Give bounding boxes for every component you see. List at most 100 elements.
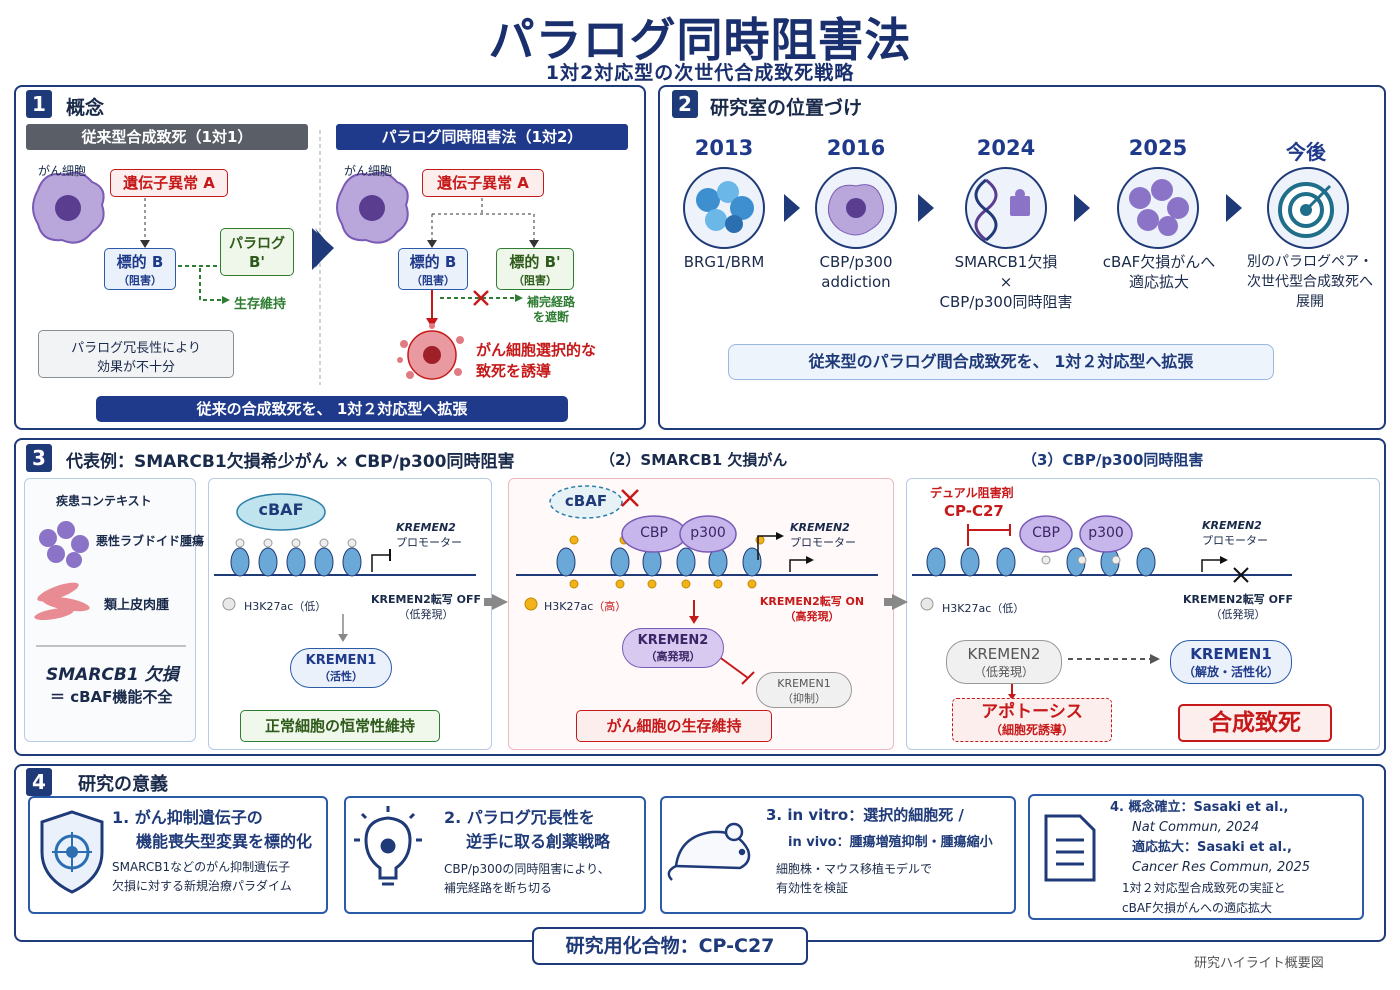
protein-icon: [683, 167, 765, 249]
kremen1-sub: （解放・活性化）: [1182, 665, 1279, 679]
cbaf-label: cBAF: [564, 492, 608, 510]
tx-state: KREMEN2転写 OFF: [1182, 593, 1294, 606]
card3-text: 3. in vitro：選択的細胞死 / in vivo：腫瘍増殖抑制・腫瘍縮小…: [766, 804, 1012, 896]
card-reference: Cancer Res Commun, 2025: [1132, 860, 1311, 875]
target-b-sub: （阻害）: [411, 274, 455, 287]
timeline-text: 別のパラログペア・: [1247, 254, 1373, 270]
promoter-label: プロモーター: [790, 536, 856, 549]
document-icon: [1044, 814, 1096, 882]
transcription-on: KREMEN2転写 ON （高発現）: [752, 594, 872, 624]
target-b-prime-sub: （阻害）: [513, 274, 557, 287]
card-heading: 機能喪失型変異を標的化: [136, 832, 313, 851]
cell-icon: [815, 167, 897, 249]
target-b-box: 標的 B （阻害）: [398, 248, 468, 290]
kremen2-label: KREMEN2: [637, 633, 709, 648]
kremen2-promoter-label: KREMEN2 プロモーター: [1202, 518, 1268, 548]
target-b-box: 標的 B （阻害）: [104, 248, 176, 290]
gene-abnormality-a: 遺伝子異常 A: [422, 169, 544, 197]
death-line1: がん細胞選択的な: [476, 341, 597, 359]
h3k27ac-low: H3K27ac（低）: [942, 602, 1025, 615]
promoter-label: プロモーター: [396, 536, 462, 549]
dna-puzzle-icon: [965, 167, 1047, 249]
card-heading: in vivo：腫瘍増殖抑制・腫瘍縮小: [788, 835, 993, 850]
panel-number: 4: [26, 768, 52, 796]
kremen1-label: KREMEN1: [1190, 645, 1272, 663]
timeline-text: SMARCB1欠損: [954, 253, 1058, 271]
tx-sub: （低発現）: [1210, 608, 1266, 621]
normal-homeostasis-result: 正常細胞の恒常性維持: [240, 710, 440, 742]
card-reference: 適応拡大：Sasaki et al.,: [1132, 840, 1292, 855]
tumor-cells-icon: [39, 521, 89, 568]
cbp-protein: [1019, 515, 1073, 553]
card-body: cBAF欠損がんへの適応拡大: [1122, 901, 1272, 915]
tx-sub: （高発現）: [784, 610, 840, 623]
timeline-label: CBP/p300 addiction: [796, 252, 916, 292]
kremen2-sub: （低発現）: [973, 665, 1034, 679]
timeline-text: BRG1/BRM: [683, 253, 765, 271]
card-body: 補完経路を断ち切る: [444, 881, 553, 895]
target-b-sub: （阻害）: [118, 274, 162, 287]
paralog-label: パラログ: [229, 236, 285, 252]
timeline-year: 2013: [694, 136, 754, 160]
mark-label: H3K27ac: [544, 600, 594, 613]
card-body: 有効性を検証: [776, 881, 849, 895]
panel-heading: 研究室の位置づけ: [710, 97, 863, 119]
panel-number: 3: [26, 444, 52, 472]
panel-number: 2: [672, 90, 698, 118]
inhibition-subpanel: [906, 478, 1380, 750]
target-b-prime-box: 標的 B' （阻害）: [496, 248, 574, 290]
apoptosis-sub: （細胞死誘導）: [989, 723, 1074, 737]
timeline-text: cBAF欠損がんへ: [1102, 253, 1216, 271]
disease-epithelioid-sarcoma: 類上皮肉腫: [104, 598, 170, 613]
kremen2-sub: （高発現）: [645, 650, 701, 663]
card-body: SMARCB1などのがん抑制遺伝子: [112, 860, 291, 874]
timeline-text: 適応拡大: [1128, 273, 1189, 291]
card-body: 1対２対応型合成致死の実証と: [1122, 881, 1286, 895]
p300-label: p300: [1088, 525, 1124, 541]
timeline-label: 別のパラログペア・ 次世代型合成致死へ 展開: [1240, 252, 1380, 312]
apoptosis-label: アポトーシス: [981, 702, 1083, 722]
card4-text: 4. 概念確立：Sasaki et al., Nat Commun, 2024 …: [1110, 798, 1360, 918]
transcription-off: KREMEN2転写 OFF （低発現）: [1178, 592, 1298, 622]
cbaf-dysfunction: ＝ cBAF機能不全: [50, 688, 173, 706]
kremen1-released: KREMEN1 （解放・活性化）: [1170, 640, 1292, 684]
death-line2: 致死を誘導: [476, 362, 552, 380]
card-body: CBP/p300の同時阻害により、: [444, 862, 610, 876]
timeline-text: CBP/p300同時阻害: [939, 293, 1073, 311]
kremen1-label: KREMEN1: [305, 653, 377, 668]
timeline-year: 2024: [976, 136, 1036, 160]
panel-heading: 概念: [66, 97, 105, 119]
apoptosis-box: アポトーシス （細胞死誘導）: [952, 698, 1112, 742]
pathway-block-label: 補完経路 を遮断: [518, 295, 584, 325]
redundancy-note: パラログ冗長性により 効果が不十分: [38, 330, 234, 378]
survival-label: 生存維持: [234, 297, 287, 312]
p300-label: p300: [690, 525, 726, 541]
block-line1: 補完経路: [526, 295, 575, 309]
section3-heading: （3）CBP/p300同時阻害: [1022, 451, 1204, 469]
mouse-icon: [667, 822, 751, 881]
paralog-box: パラログ B': [220, 228, 294, 276]
cbp-label: CBP: [1032, 525, 1060, 541]
promoter-label: プロモーター: [1202, 534, 1268, 547]
panel-heading: 代表例：SMARCB1欠損希少がん × CBP/p300同時阻害: [66, 452, 515, 472]
kremen2-label: KREMEN2: [967, 645, 1041, 663]
tx-sub: （低発現）: [398, 608, 454, 621]
note-line1: パラログ冗長性により: [71, 341, 201, 356]
kremen2-promoter-label: KREMEN2 プロモーター: [396, 520, 462, 550]
lightbulb-icon: [354, 806, 422, 886]
kremen1-sub: （活性）: [319, 670, 363, 683]
p300-protein: [679, 515, 737, 553]
card-body: 欠損に対する新規治療パラダイム: [112, 879, 292, 893]
gene-name: KREMEN2: [1202, 519, 1262, 532]
lab-footer-banner: 従来型のパラログ間合成致死を、 1対２対応型へ拡張: [728, 344, 1274, 380]
target-icon: [1267, 167, 1349, 249]
panel-heading: 研究の意義: [78, 774, 168, 795]
concept-footer-banner: 従来の合成致死を、 1対２対応型へ拡張: [96, 396, 568, 422]
card2-text: 2. パラログ冗長性を 逆手に取る創薬戦略 CBP/p300の同時阻害により、 …: [444, 804, 644, 896]
timeline-text: ×: [999, 273, 1013, 291]
significance-card: [344, 796, 646, 914]
kremen2-low: KREMEN2 （低発現）: [946, 640, 1062, 684]
